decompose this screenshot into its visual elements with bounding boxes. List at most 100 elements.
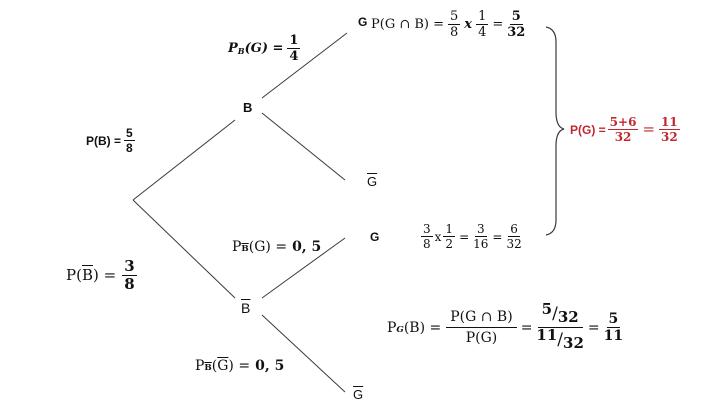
branch-root-to-Bbar — [132, 199, 236, 299]
calc-mid-d4: 32 — [506, 237, 522, 251]
node-G-complement-top: G — [367, 174, 378, 189]
conditional-eq1: = — [520, 319, 533, 336]
branch-Bbar-to-Gbar — [261, 314, 346, 393]
calc-mid-n2: 1 — [443, 222, 456, 237]
calc-top-fraction-1: 5 8 — [448, 9, 461, 40]
calc-top-n1: 5 — [448, 9, 461, 25]
prob-Gbar-given-Bbar-open: ( — [211, 358, 218, 374]
calc-mid-eq1: = — [459, 229, 470, 244]
prob-B-complement-denominator: 8 — [124, 275, 135, 293]
calc-top-result: 5 32 — [507, 10, 525, 39]
conditional-result-numerator: 5 — [606, 311, 621, 328]
calc-mid-d1: 8 — [423, 237, 431, 251]
branch-Bbar-to-G — [261, 237, 346, 299]
calc-top-label: P(G ∩ B) = — [371, 17, 445, 32]
conditional-result-denominator: 11 — [603, 328, 624, 344]
prob-G-given-Bbar-P: P — [232, 239, 242, 255]
prob-B-complement-numerator: 3 — [122, 257, 137, 276]
prob-B-fraction: 5 8 — [124, 127, 135, 154]
prob-B-denominator: 8 — [126, 141, 133, 155]
node-G-middle: G — [370, 230, 380, 244]
node-G-complement-bottom: G — [353, 387, 364, 402]
calc-mid-n1: 3 — [421, 222, 433, 237]
calc-mid-times: x — [434, 229, 442, 244]
total-fraction-1: 5+6 32 — [607, 115, 639, 144]
conditional-sub: G — [396, 324, 404, 335]
prob-Gbar-given-Bbar-close: ) = — [228, 358, 251, 374]
prob-Gbar-given-Bbar-P: P — [195, 358, 205, 374]
curly-brace — [545, 26, 565, 236]
conditional-top-num: 5 — [541, 300, 553, 318]
prob-G-given-B-arg: (G) = — [244, 41, 284, 56]
calc-top-times: x — [464, 17, 473, 32]
conditional-compound-fraction: 5/32 11/32 — [536, 302, 584, 352]
prob-B-complement-open: P( — [66, 266, 82, 284]
conditional-top-den: 32 — [557, 308, 579, 326]
prob-B-complement-letter: B — [81, 266, 93, 284]
calc-top-d3: 32 — [507, 25, 526, 40]
prob-Gbar-given-Bbar-letter: G — [217, 358, 229, 374]
branch-B-to-G — [261, 32, 348, 99]
prob-G-given-B-sub: B — [237, 46, 245, 57]
calc-mid-fraction-4: 6 32 — [506, 223, 521, 250]
conditional-P: P — [387, 319, 397, 336]
conditional-eq2: = — [587, 319, 600, 336]
total-fraction-2: 11 32 — [659, 116, 680, 143]
node-B: B — [243, 100, 253, 115]
calc-mid-fraction-1: 3 8 — [421, 223, 433, 250]
conditional-bot-num: 11 — [536, 326, 558, 344]
calc-mid-eq2: = — [492, 229, 503, 244]
total-n1: 5+6 — [607, 115, 639, 130]
calc-G-and-B: P(G ∩ B) = 5 8 x 1 4 = 5 32 — [371, 10, 526, 39]
prob-G-given-Bbar-value: 0, 5 — [292, 239, 322, 255]
conditional-formula-denominator: P(G) — [465, 330, 498, 346]
total-label: P(G) = — [570, 122, 606, 137]
prob-Gbar-given-Bbar-sub: B — [204, 363, 212, 374]
calc-mid-fraction-3: 3 16 — [473, 223, 488, 250]
prob-G-given-B-denominator: 4 — [289, 49, 299, 64]
node-G-top: G — [358, 15, 368, 29]
total-eq: = — [642, 120, 656, 138]
calc-top-d1: 8 — [450, 25, 459, 40]
prob-Gbar-given-Bbar-value: 0, 5 — [255, 358, 285, 374]
prob-G-given-Bbar-sub: B — [241, 244, 249, 255]
calc-mid-n3: 3 — [474, 222, 487, 237]
calc-mid-d2: 2 — [445, 237, 454, 251]
prob-B-label: P(B) = — [86, 133, 122, 148]
conditional-compound-top: 5/32 — [537, 302, 583, 328]
conditional-formula-numerator: P(G ∩ B) — [446, 310, 517, 328]
total-prob-G: P(G) = 5+6 32 = 11 32 — [570, 116, 681, 143]
prob-G-given-B-numerator: 1 — [287, 33, 301, 49]
calc-mid-d3: 16 — [473, 237, 489, 251]
conditional-compound-bottom: 11/32 — [536, 326, 584, 352]
conditional-formula-fraction: P(G ∩ B) P(G) — [446, 310, 517, 346]
branch-root-to-B — [132, 119, 236, 201]
prob-B: P(B) = 5 8 — [86, 127, 136, 154]
conditional-result-fraction: 5 11 — [604, 312, 623, 343]
prob-G-given-B-P: P — [228, 41, 238, 56]
node-B-complement: B — [241, 300, 251, 316]
conditional-bot-den: 32 — [563, 334, 584, 352]
prob-B-complement-fraction: 3 8 — [122, 257, 137, 293]
prob-G-given-Bbar-arg: (G) = — [248, 239, 288, 255]
prob-B-complement-close: ) = — [92, 266, 117, 284]
prob-B-complement: P(B) = 3 8 — [66, 259, 138, 292]
calc-mid-n4: 6 — [508, 222, 520, 237]
calc-top-n3: 5 — [509, 9, 523, 25]
calc-top-n2: 1 — [476, 9, 489, 25]
calc-mid-fraction-2: 1 2 — [443, 222, 456, 251]
total-d2: 32 — [661, 130, 678, 144]
prob-G-given-B-fraction: 1 4 — [287, 33, 301, 64]
total-d1: 32 — [614, 130, 632, 144]
calc-top-d2: 4 — [478, 25, 487, 40]
branch-B-to-Gbar — [261, 112, 346, 181]
conditional-arg: (B) = — [403, 319, 442, 336]
calc-top-fraction-2: 1 4 — [476, 9, 489, 40]
total-n2: 11 — [659, 115, 680, 130]
